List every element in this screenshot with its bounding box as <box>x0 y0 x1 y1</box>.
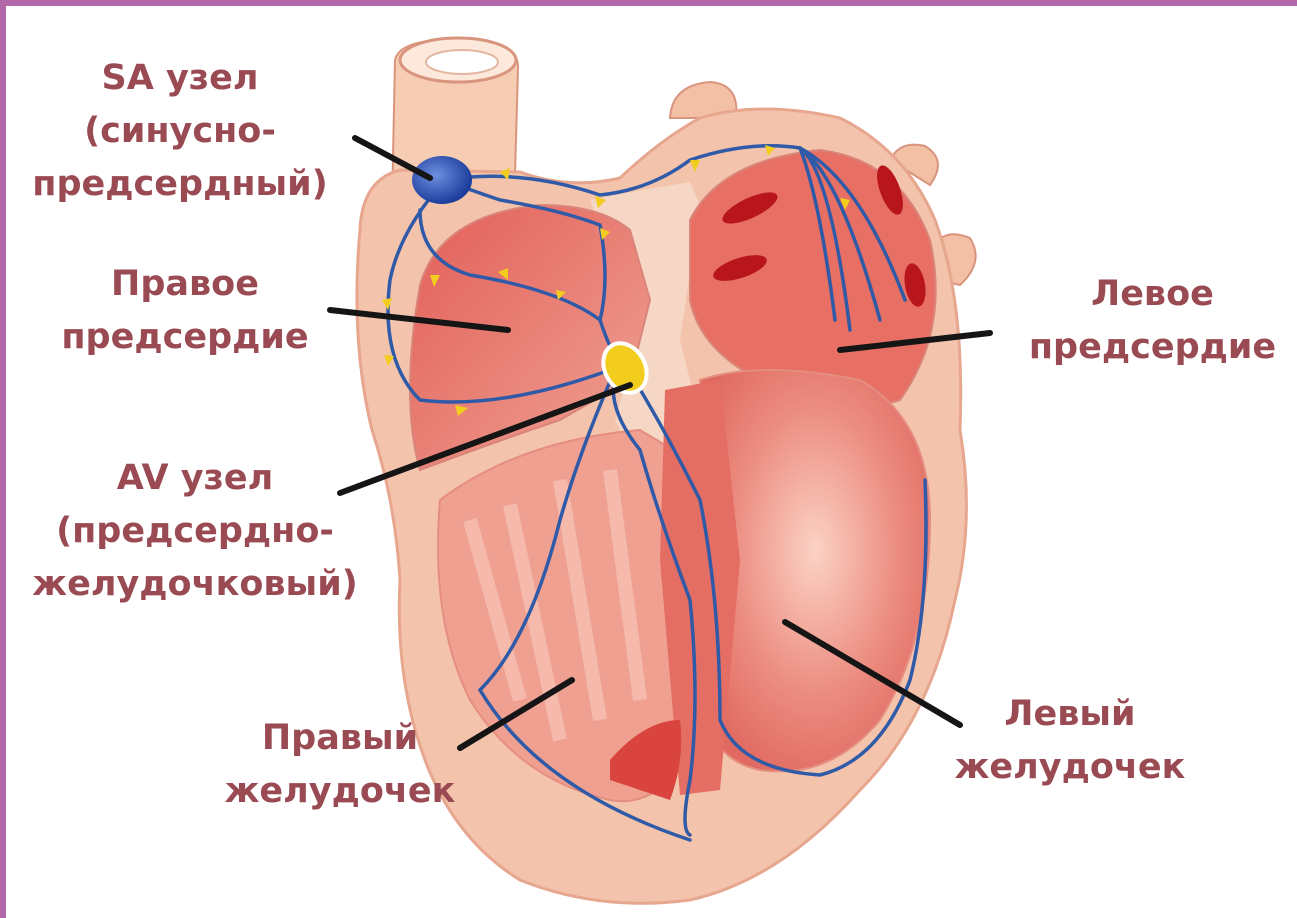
sa-node-label-line: SA узел <box>25 52 335 105</box>
av-node-label-line: AV узел <box>15 452 375 505</box>
right-ventricle-label-line: желудочек <box>215 765 465 818</box>
left-ventricle-label-line: желудочек <box>945 741 1195 794</box>
left-atrium-label: Левое предсердие <box>1020 268 1285 374</box>
right-atrium-label-line: предсердие <box>55 311 315 364</box>
right-ventricle-label-line: Правый <box>215 712 465 765</box>
sa-node <box>412 156 472 204</box>
left-ventricle-label-line: Левый <box>945 688 1195 741</box>
right-atrium-label: Правое предсердие <box>55 258 315 364</box>
sa-node-label-line: (синусно- <box>25 105 335 158</box>
left-atrium-label-line: предсердие <box>1020 321 1285 374</box>
right-ventricle-label: Правый желудочек <box>215 712 465 818</box>
left-ventricle-label: Левый желудочек <box>945 688 1195 794</box>
av-node-label: AV узел (предсердно- желудочковый) <box>15 452 375 611</box>
sa-node-label-line: предсердный) <box>25 158 335 211</box>
av-node-label-line: (предсердно- <box>15 505 375 558</box>
av-node-label-line: желудочковый) <box>15 558 375 611</box>
right-atrium-label-line: Правое <box>55 258 315 311</box>
left-atrium-label-line: Левое <box>1020 268 1285 321</box>
sa-node-label: SA узел (синусно- предсердный) <box>25 52 335 211</box>
